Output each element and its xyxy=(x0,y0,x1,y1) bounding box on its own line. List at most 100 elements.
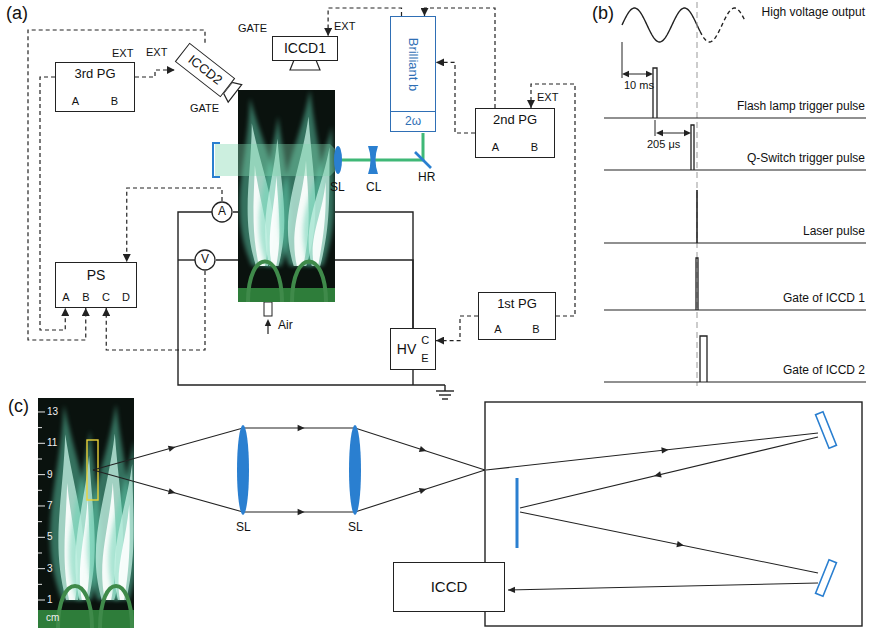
flame-photo xyxy=(238,90,335,302)
green-ground xyxy=(38,610,134,628)
signal-label: High voltage output xyxy=(762,6,865,20)
mirror xyxy=(816,560,837,596)
pulse-generator-box: 2nd PGAB xyxy=(475,108,555,158)
pulse-generator-box: 3rd PGAB xyxy=(55,62,135,112)
signal-cable xyxy=(436,316,478,341)
arrow-head xyxy=(168,488,176,494)
time-tick xyxy=(655,120,656,136)
port-label: EXT xyxy=(537,91,558,104)
signal-baseline xyxy=(604,117,866,118)
ruler-number: 7 xyxy=(47,500,53,512)
ruler-number: 1 xyxy=(47,594,53,606)
pulse-generator-box: 1st PG AB xyxy=(478,292,556,340)
port-label: EXT xyxy=(112,47,133,60)
arrow-head xyxy=(622,71,629,77)
ruler-tick xyxy=(38,584,42,585)
arrow-head xyxy=(419,488,427,494)
node-text: A xyxy=(476,141,515,154)
high-voltage-wave xyxy=(622,8,700,42)
electrode xyxy=(100,586,132,628)
node-text: C xyxy=(96,291,116,304)
node-text: A xyxy=(56,95,95,108)
flame-photo xyxy=(38,398,134,628)
laser-box: Brilliant b2ω xyxy=(390,16,436,132)
signal-baseline xyxy=(604,309,866,310)
optic-label: SL xyxy=(330,181,345,195)
imaging-optics xyxy=(93,425,485,515)
grating xyxy=(516,478,519,548)
port-label: GATE xyxy=(238,22,267,35)
ruler-tick xyxy=(38,474,45,475)
voltmeter-symbol: V xyxy=(194,249,216,271)
high-voltage-wave xyxy=(700,8,745,42)
ruler-tick xyxy=(38,537,45,538)
signal-cable xyxy=(436,62,475,133)
arrow-head xyxy=(298,509,305,515)
node-text: E xyxy=(421,352,429,365)
gate-pulse xyxy=(696,258,698,310)
ruler-tick xyxy=(38,427,42,428)
arrow-head xyxy=(265,319,271,326)
meter-circle xyxy=(195,250,215,270)
ruler-tick xyxy=(38,411,45,412)
light-ray xyxy=(520,437,818,508)
node-text: V xyxy=(201,253,209,267)
signal-cable xyxy=(28,30,205,340)
light-ray xyxy=(520,512,818,573)
signal-label: Gate of ICCD 2 xyxy=(783,364,865,378)
electrode xyxy=(292,262,326,303)
node-text: HV xyxy=(397,341,416,357)
optic-label: SL xyxy=(236,521,251,535)
ruler-number: 3 xyxy=(47,563,53,575)
panel-label: (a) xyxy=(6,3,28,24)
flame xyxy=(114,464,133,600)
node-text: 1st PG xyxy=(491,297,543,312)
flame xyxy=(313,182,326,266)
oscilloscope-box: PSABCD xyxy=(55,262,137,308)
node-text: A xyxy=(479,323,517,336)
iccd1-lens xyxy=(290,60,320,70)
air-inlet xyxy=(264,302,272,334)
node-text: 2ω xyxy=(405,115,421,129)
flash-pulse xyxy=(653,68,657,118)
arrow-head xyxy=(646,71,653,77)
node-text: A xyxy=(56,291,76,304)
node-text: B xyxy=(517,323,555,336)
ruler-tick xyxy=(38,552,42,553)
camera-box: ICCD2 xyxy=(175,43,235,98)
node-text: A xyxy=(218,205,226,219)
ruler-tick xyxy=(38,521,42,522)
node-text: ICCD1 xyxy=(284,40,326,56)
time-marker xyxy=(697,2,698,386)
air-tube xyxy=(264,302,272,316)
light-ray xyxy=(486,433,818,470)
panel-label: (c) xyxy=(8,396,29,417)
signal-baseline xyxy=(604,169,866,170)
arrow-head xyxy=(656,130,663,136)
node-text: ICCD xyxy=(431,578,468,595)
ruler-number: 5 xyxy=(47,531,53,543)
ruler-tick xyxy=(38,458,42,459)
flow-label: Air xyxy=(278,319,293,333)
optic-label: SL xyxy=(348,521,363,535)
ruler-tick xyxy=(38,600,45,601)
harmonic-section: 2ω xyxy=(391,111,435,131)
camera-box: ICCD xyxy=(393,562,505,612)
arrow-head xyxy=(684,130,691,136)
node-text: 3rd PG xyxy=(68,67,121,82)
signal-label: Laser pulse xyxy=(803,225,865,239)
ground-symbol xyxy=(439,394,451,395)
unit-label: cm xyxy=(46,612,59,624)
green-ground xyxy=(238,288,335,302)
qswitch-pulse xyxy=(691,125,694,170)
measurement-region xyxy=(87,440,98,500)
node-text: C xyxy=(421,334,429,347)
ground-symbol xyxy=(442,398,448,399)
electrode xyxy=(58,586,92,628)
cylindrical-lens xyxy=(368,146,378,174)
node-text: B xyxy=(76,291,96,304)
spherical-lens xyxy=(237,425,249,515)
node-text: PS xyxy=(81,267,112,283)
